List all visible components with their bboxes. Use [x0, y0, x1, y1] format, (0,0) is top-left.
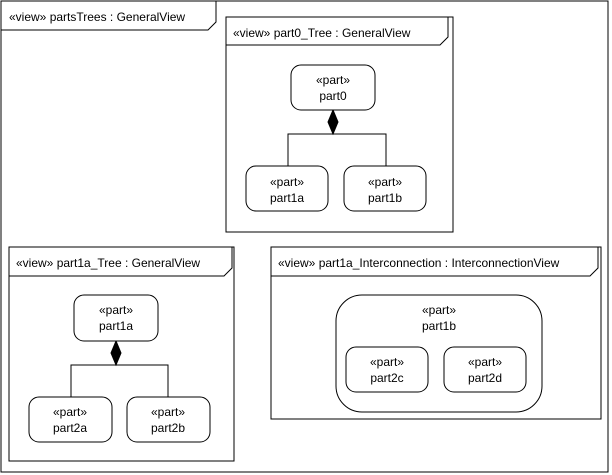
view-part1a-interconnection[interactable]: «view» part1a_Interconnection : Intercon…	[270, 246, 602, 420]
composition-connector	[287, 108, 387, 166]
view-part1a-tree[interactable]: «view» part1a_Tree : GeneralView «part» …	[8, 246, 235, 462]
part-stereotype: «part»	[53, 405, 87, 419]
part-name: part2a	[53, 421, 87, 435]
part-stereotype: «part»	[370, 355, 404, 369]
part-stereotype: «part»	[151, 405, 185, 419]
composition-connector	[70, 339, 169, 397]
part-name: part0	[319, 89, 347, 103]
part-stereotype: «part»	[422, 303, 456, 317]
part-block-part0[interactable]: «part» part0	[290, 64, 376, 111]
part-block-part2a[interactable]: «part» part2a	[28, 396, 113, 443]
part-block-part1a[interactable]: «part» part1a	[73, 294, 159, 342]
part-name: part1a	[99, 319, 133, 333]
part-stereotype: «part»	[316, 73, 350, 87]
part-name: part1a	[270, 191, 304, 205]
part-stereotype: «part»	[270, 175, 304, 189]
part-stereotype: «part»	[99, 303, 133, 317]
part-block-part2c[interactable]: «part» part2c	[345, 346, 429, 393]
part-stereotype: «part»	[468, 355, 502, 369]
view-part1a-tree-label: «view» part1a_Tree : GeneralView	[16, 256, 200, 270]
part-block-part2d[interactable]: «part» part2d	[443, 346, 527, 393]
part-block-part2b[interactable]: «part» part2b	[126, 396, 211, 443]
part-name: part2b	[151, 421, 185, 435]
part-stereotype: «part»	[368, 175, 402, 189]
view-part0-tree-label: «view» part0_Tree : GeneralView	[233, 26, 411, 40]
part-name: part2c	[370, 371, 403, 385]
part-block-part1b[interactable]: «part» part1b	[343, 165, 427, 212]
part-name: part1b	[368, 191, 402, 205]
part-name: part1b	[422, 319, 456, 333]
view-part1a-interconnection-label: «view» part1a_Interconnection : Intercon…	[278, 256, 560, 270]
view-part0-tree[interactable]: «view» part0_Tree : GeneralView «part» p…	[225, 16, 454, 233]
part-block-part1a[interactable]: «part» part1a	[245, 165, 329, 212]
part-name: part2d	[468, 371, 502, 385]
root-view-label: «view» partsTrees : GeneralView	[9, 10, 185, 24]
